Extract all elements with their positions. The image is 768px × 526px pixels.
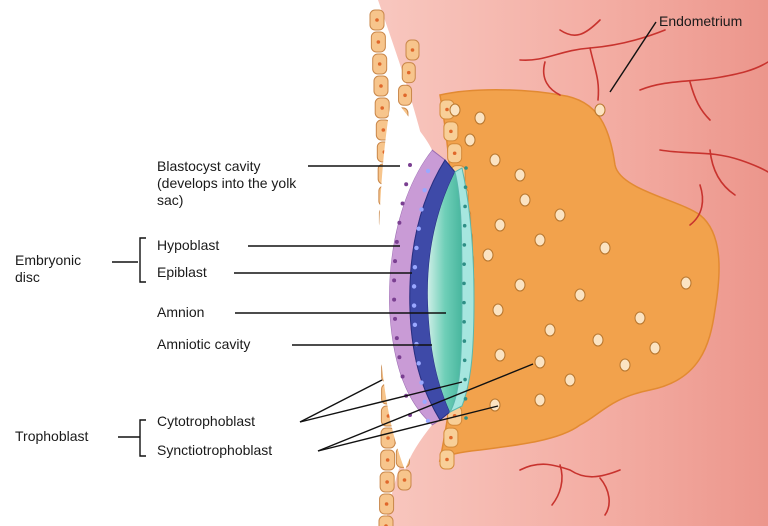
syncytial-nucleus bbox=[493, 304, 503, 316]
label-amniotic-cavity: Amniotic cavity bbox=[157, 336, 250, 353]
lining-cell bbox=[374, 76, 388, 96]
syncytial-nucleus bbox=[490, 154, 500, 166]
hypoblast-nucleus bbox=[395, 336, 399, 340]
syncytial-nucleus bbox=[635, 312, 645, 324]
syncytial-nucleus bbox=[490, 399, 500, 411]
epiblast-nucleus bbox=[426, 169, 430, 173]
lining-cell bbox=[379, 516, 393, 526]
syncytial-nucleus bbox=[535, 394, 545, 406]
syncytial-nucleus bbox=[620, 359, 630, 371]
lining-cell bbox=[399, 85, 412, 105]
syncytial-nucleus bbox=[475, 112, 485, 124]
syncytial-nucleus bbox=[681, 277, 691, 289]
hypoblast-nucleus bbox=[395, 240, 399, 244]
syncytial-nucleus bbox=[465, 134, 475, 146]
syncytial-nucleus bbox=[600, 242, 610, 254]
syncytial-nucleus bbox=[450, 104, 460, 116]
epiblast-nucleus bbox=[419, 207, 423, 211]
amnion-nucleus bbox=[463, 359, 467, 363]
syncytial-nucleus bbox=[555, 209, 565, 221]
amnion-nucleus bbox=[464, 397, 468, 401]
syncytial-nucleus bbox=[520, 194, 530, 206]
syncytial-nucleus bbox=[650, 342, 660, 354]
amnion-nucleus bbox=[464, 166, 468, 170]
label-cytotrophoblast: Cytotrophoblast bbox=[157, 413, 255, 430]
epiblast-nucleus bbox=[419, 380, 423, 384]
epiblast-nucleus bbox=[412, 303, 416, 307]
syncytial-nucleus bbox=[495, 219, 505, 231]
epiblast-nucleus bbox=[422, 400, 426, 404]
epiblast-nucleus bbox=[413, 265, 417, 269]
amnion-nucleus bbox=[463, 224, 467, 228]
amnion-nucleus bbox=[462, 282, 466, 286]
amnion-nucleus bbox=[463, 243, 467, 247]
syncytial-nucleus bbox=[595, 104, 605, 116]
syncytial-nucleus bbox=[515, 279, 525, 291]
hypoblast-nucleus bbox=[393, 317, 397, 321]
amnion-nucleus bbox=[462, 262, 466, 266]
amnion-nucleus bbox=[463, 339, 467, 343]
cytotrophoblast-cell bbox=[444, 428, 458, 447]
syncytial-nucleus bbox=[593, 334, 603, 346]
syncytial-nucleus bbox=[565, 374, 575, 386]
amnion-nucleus bbox=[464, 185, 468, 189]
epiblast-nucleus bbox=[413, 323, 417, 327]
hypoblast-nucleus bbox=[397, 355, 401, 359]
lining-cell bbox=[370, 10, 384, 30]
label-endometrium: Endometrium bbox=[659, 13, 742, 30]
amnion-nucleus bbox=[462, 320, 466, 324]
label-amnion: Amnion bbox=[157, 304, 204, 321]
label-epiblast: Epiblast bbox=[157, 264, 207, 281]
cytotrophoblast-cell bbox=[448, 144, 462, 163]
epiblast-nucleus bbox=[412, 284, 416, 288]
epiblast-nucleus bbox=[422, 188, 426, 192]
amnion-nucleus bbox=[463, 205, 467, 209]
syncytial-nucleus bbox=[575, 289, 585, 301]
lining-cell bbox=[381, 450, 395, 470]
hypoblast-nucleus bbox=[397, 221, 401, 225]
hypoblast-nucleus bbox=[393, 259, 397, 263]
syncytial-nucleus bbox=[483, 249, 493, 261]
cytotrophoblast-cell bbox=[444, 122, 458, 141]
syncytial-nucleus bbox=[535, 234, 545, 246]
amnion-nucleus bbox=[464, 416, 468, 420]
lining-cell bbox=[380, 472, 394, 492]
label-embryonic-disc: Embryonic disc bbox=[15, 252, 105, 286]
lining-cell bbox=[406, 40, 419, 60]
hypoblast-nucleus bbox=[392, 278, 396, 282]
hypoblast-nucleus bbox=[404, 182, 408, 186]
lining-cell bbox=[402, 63, 415, 83]
syncytial-nucleus bbox=[515, 169, 525, 181]
lining-cell bbox=[371, 32, 385, 52]
syncytial-nucleus bbox=[535, 356, 545, 368]
label-syncytiotrophoblast: Synctiotrophoblast bbox=[157, 442, 272, 459]
hypoblast-nucleus bbox=[408, 163, 412, 167]
lining-cell bbox=[373, 54, 387, 74]
lining-cell bbox=[398, 470, 411, 490]
epiblast-nucleus bbox=[414, 246, 418, 250]
cytotrophoblast-cell bbox=[440, 450, 454, 469]
hypoblast-nucleus bbox=[401, 375, 405, 379]
hypoblast-nucleus bbox=[401, 201, 405, 205]
amnion-nucleus bbox=[462, 301, 466, 305]
lining-cell bbox=[375, 98, 389, 118]
lining-cell bbox=[380, 494, 394, 514]
epiblast-nucleus bbox=[417, 226, 421, 230]
label-hypoblast: Hypoblast bbox=[157, 237, 219, 254]
epiblast-nucleus bbox=[417, 361, 421, 365]
label-blastocyst-cavity: Blastocyst cavity (develops into the yol… bbox=[157, 158, 307, 209]
hypoblast-nucleus bbox=[392, 298, 396, 302]
amnion-nucleus bbox=[463, 378, 467, 382]
syncytial-nucleus bbox=[545, 324, 555, 336]
label-trophoblast: Trophoblast bbox=[15, 428, 88, 445]
syncytial-nucleus bbox=[495, 349, 505, 361]
